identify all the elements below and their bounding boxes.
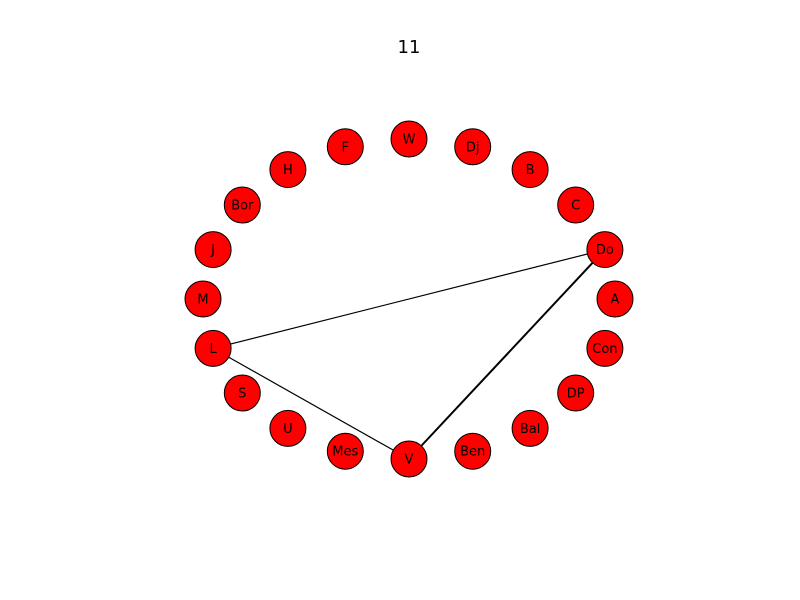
node-label: Do [596,243,614,258]
node-DP: DP [557,374,595,412]
graph-title: 11 [398,37,421,58]
node-Do: Do [586,231,624,269]
node-label: S [238,387,246,402]
node-circle [194,329,232,367]
node-Con: Con [586,329,624,367]
node-J: J [194,231,232,269]
node-label: W [403,133,416,148]
node-circle [326,128,364,166]
node-label: H [283,163,293,178]
node-circle [511,409,549,447]
node-circle [223,374,261,412]
node-label: Dj [466,140,480,155]
node-M: M [184,280,222,318]
node-circle [454,128,492,166]
node-Bor: Bor [223,186,261,224]
node-Ben: Ben [454,432,492,470]
node-label: J [210,243,215,258]
node-Bal: Bal [511,409,549,447]
node-C: C [557,186,595,224]
node-label: V [405,453,414,468]
node-circle [511,151,549,189]
node-label: A [611,293,620,308]
node-V: V [390,440,428,478]
node-circle [223,186,261,224]
node-label: DP [567,387,585,402]
node-circle [596,280,634,318]
node-label: Mes [332,445,358,460]
node-circle [390,120,428,158]
node-L: L [194,329,232,367]
node-circle [586,329,624,367]
node-circle [557,186,595,224]
node-label: B [526,163,535,178]
node-H: H [269,151,307,189]
node-label: Con [592,342,617,357]
node-label: Bal [520,422,541,437]
edge-Do-V [408,248,606,460]
node-circle [390,440,428,478]
node-circle [269,409,307,447]
node-label: C [571,199,580,214]
edge-L-V [212,347,410,460]
node-B: B [511,151,549,189]
edges-layer [212,248,606,460]
node-S: S [223,374,261,412]
node-W: W [390,120,428,158]
edge-L-Do [212,249,606,349]
node-circle [184,280,222,318]
node-circle [326,432,364,470]
node-Dj: Dj [454,128,492,166]
node-circle [454,432,492,470]
node-circle [194,231,232,269]
node-A: A [596,280,634,318]
node-label: M [197,293,208,308]
node-label: U [283,422,293,437]
node-Mes: Mes [326,432,364,470]
node-label: L [209,342,217,357]
node-label: Ben [460,445,485,460]
node-circle [269,151,307,189]
node-circle [586,231,624,269]
node-label: Bor [231,199,254,214]
node-U: U [269,409,307,447]
node-circle [557,374,595,412]
node-F: F [326,128,364,166]
node-label: F [342,140,349,155]
